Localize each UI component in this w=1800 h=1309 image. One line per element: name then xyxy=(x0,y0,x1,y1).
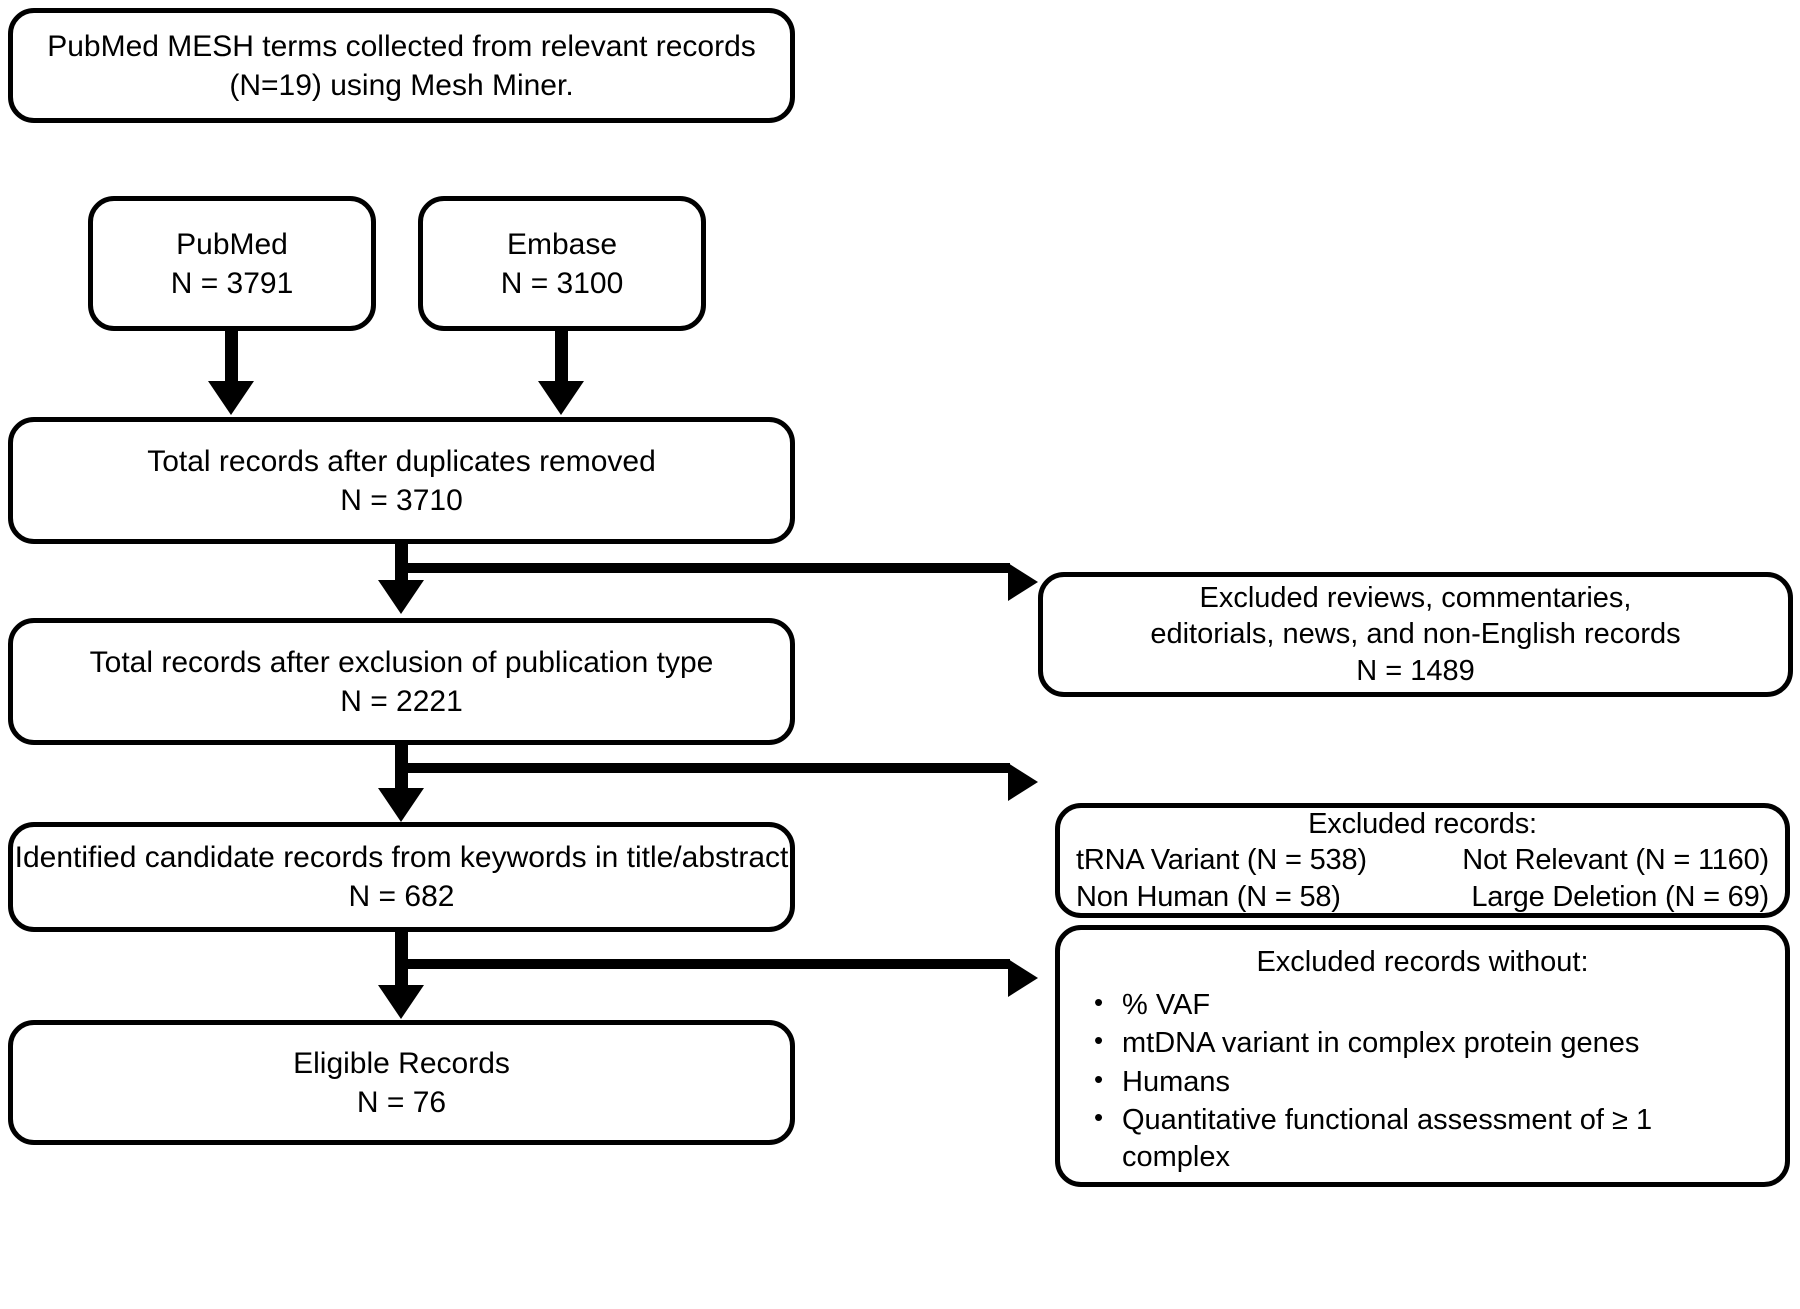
node-embase-line2: N = 3100 xyxy=(500,266,624,300)
arrowhead-candidates-to-eligible xyxy=(378,985,424,1019)
node-mesh-terms-line1: PubMed MESH terms collected from relevan… xyxy=(47,29,756,63)
connector-pubtype-to-exclusion-screening xyxy=(395,763,1010,773)
node-pubmed-line2: N = 3791 xyxy=(170,266,294,300)
node-pubmed-line1: PubMed xyxy=(176,227,288,261)
exclusion-box-publication-type: Excluded reviews, commentaries, editoria… xyxy=(1038,572,1793,697)
arrowhead-embase-to-duplicates xyxy=(538,381,584,415)
connector-embase-to-duplicates xyxy=(555,331,568,393)
connector-duplicates-to-exclusion-pubtype xyxy=(395,563,1010,573)
node-embase-line1: Embase xyxy=(506,227,618,261)
node-eligible-line1: Eligible Records xyxy=(293,1046,510,1080)
arrowhead-exclusion-pubtype xyxy=(1008,563,1038,601)
node-candidates-line1: Identified candidate records from keywor… xyxy=(14,841,789,874)
exclusion-screening-not-relevant: Not Relevant (N = 1160) xyxy=(1462,844,1769,877)
node-candidates-line2: N = 682 xyxy=(348,880,455,913)
list-item: Quantitative functional assessment of ≥ … xyxy=(1084,1101,1762,1175)
exclusion-screening-non-human: Non Human (N = 58) xyxy=(1076,880,1341,913)
node-mesh-terms-line2: (N=19) using Mesh Miner. xyxy=(229,68,574,102)
exclusion-screening-trna-variant: tRNA Variant (N = 538) xyxy=(1076,844,1367,877)
arrowhead-pubtype-to-candidates xyxy=(378,788,424,822)
node-after-duplicates-line2: N = 3710 xyxy=(340,483,463,517)
node-after-pubtype-line2: N = 2221 xyxy=(340,684,463,718)
exclusion-box-eligibility: Excluded records without: % VAF mtDNA va… xyxy=(1055,925,1790,1187)
list-item: mtDNA variant in complex protein genes xyxy=(1084,1024,1775,1062)
node-eligible: Eligible Records N = 76 xyxy=(8,1020,795,1145)
node-after-pubtype: Total records after exclusion of publica… xyxy=(8,618,795,745)
node-eligible-line2: N = 76 xyxy=(356,1085,447,1119)
exclusion-box-screening: Excluded records: tRNA Variant (N = 538)… xyxy=(1055,803,1790,918)
exclusion-eligibility-heading: Excluded records without: xyxy=(1256,946,1589,978)
exclusion-pubtype-line3: N = 1489 xyxy=(1356,654,1475,687)
node-after-duplicates-line1: Total records after duplicates removed xyxy=(147,444,656,478)
list-item: % VAF xyxy=(1084,986,1775,1024)
node-embase: Embase N = 3100 xyxy=(418,196,706,331)
exclusion-screening-heading: Excluded records: xyxy=(1308,807,1537,840)
arrowhead-exclusion-screening xyxy=(1008,763,1038,801)
exclusion-pubtype-line2: editorials, news, and non-English record… xyxy=(1150,618,1681,651)
exclusion-pubtype-line1: Excluded reviews, commentaries, xyxy=(1199,581,1632,614)
connector-pubmed-to-duplicates xyxy=(225,331,238,393)
connector-candidates-to-exclusion-eligibility xyxy=(395,959,1010,969)
node-mesh-terms: PubMed MESH terms collected from relevan… xyxy=(8,8,795,123)
exclusion-screening-large-deletion: Large Deletion (N = 69) xyxy=(1471,880,1769,913)
node-after-duplicates: Total records after duplicates removed N… xyxy=(8,417,795,544)
node-pubmed: PubMed N = 3791 xyxy=(88,196,376,331)
arrowhead-exclusion-eligibility xyxy=(1008,959,1038,997)
node-after-pubtype-line1: Total records after exclusion of publica… xyxy=(89,645,714,679)
node-candidates: Identified candidate records from keywor… xyxy=(8,822,795,932)
exclusion-eligibility-bullet-list: % VAF mtDNA variant in complex protein g… xyxy=(1070,985,1775,1178)
arrowhead-duplicates-to-pubtype xyxy=(378,580,424,614)
arrowhead-pubmed-to-duplicates xyxy=(208,381,254,415)
list-item: Humans xyxy=(1084,1063,1775,1101)
